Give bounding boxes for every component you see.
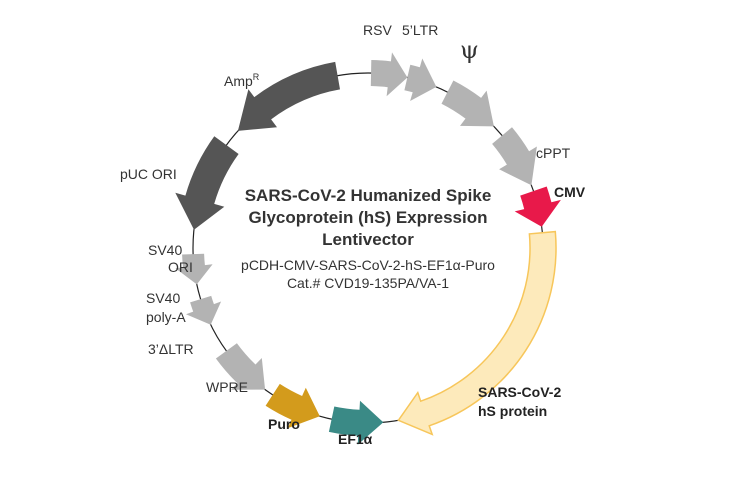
label-ampr-main: Amp <box>224 73 253 89</box>
label-spike-line-1: SARS-CoV-2 <box>478 384 561 400</box>
sv40-ori-arrow <box>175 253 213 285</box>
sv40-polya-arrow <box>186 295 222 325</box>
label-ampr-superscript: R <box>253 72 260 82</box>
cppt-arrow <box>492 127 537 186</box>
label-sv40-ori-line-1: SV40 <box>148 242 182 258</box>
map-title-line-2: Glycoprotein (hS) Expression <box>249 208 488 227</box>
label-spike-line-2: hS protein <box>478 403 547 419</box>
label-cmv: CMV <box>554 184 586 200</box>
rsv-arrow <box>370 52 408 97</box>
ampr-arrow <box>237 61 340 131</box>
wpre-arrow <box>215 343 266 390</box>
psi-arrow <box>441 80 494 127</box>
label-sv40-polya-line-1: SV40 <box>146 290 180 306</box>
label-psi: ψ <box>460 36 479 64</box>
ef1a-arrow <box>328 400 384 445</box>
construct-name: pCDH-CMV-SARS-CoV-2-hS-EF1α-Puro <box>241 257 495 273</box>
cmv-arrow <box>514 186 561 227</box>
map-title-line-1: SARS-CoV-2 Humanized Spike <box>245 186 492 205</box>
label-ampr: AmpR <box>224 72 260 89</box>
spike-arrow <box>397 230 557 436</box>
label-5ltr: 5’LTR <box>402 22 438 38</box>
label-puc-ori: pUC ORI <box>120 166 177 182</box>
label-3ltr: 3’ΔLTR <box>148 341 194 357</box>
map-title-line-3: Lentivector <box>322 230 414 249</box>
label-rsv: RSV <box>363 22 392 38</box>
catalog-number: Cat.# CVD19-135PA/VA-1 <box>287 275 449 291</box>
puc-ori-arrow <box>175 136 239 230</box>
label-wpre: WPRE <box>206 379 248 395</box>
ltr5-arrow <box>404 58 437 101</box>
label-sv40-ori-line-2: ORI <box>168 259 193 275</box>
label-cppt: cPPT <box>536 145 571 161</box>
label-sv40-polya-line-2: poly-A <box>146 309 186 325</box>
label-puro: Puro <box>268 416 300 432</box>
label-ef1a: EF1α <box>338 431 373 447</box>
puro-arrow <box>265 383 320 429</box>
